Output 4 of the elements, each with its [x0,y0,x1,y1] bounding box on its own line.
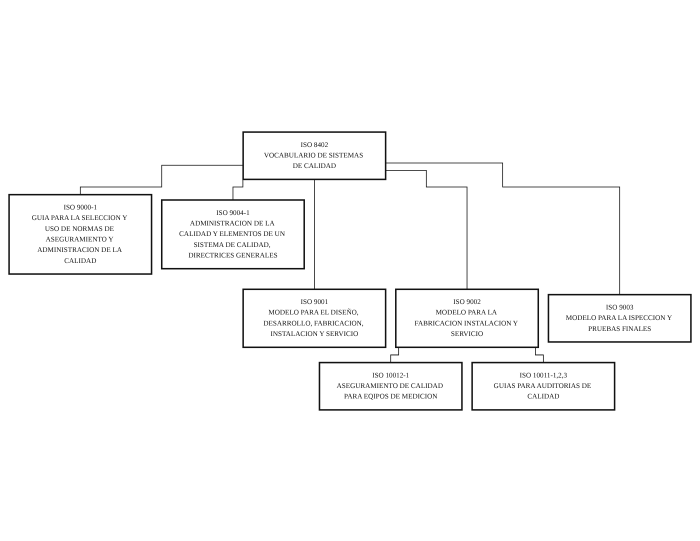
connector [385,169,468,290]
connector [80,164,244,195]
connector [385,162,620,295]
connector [314,178,315,290]
